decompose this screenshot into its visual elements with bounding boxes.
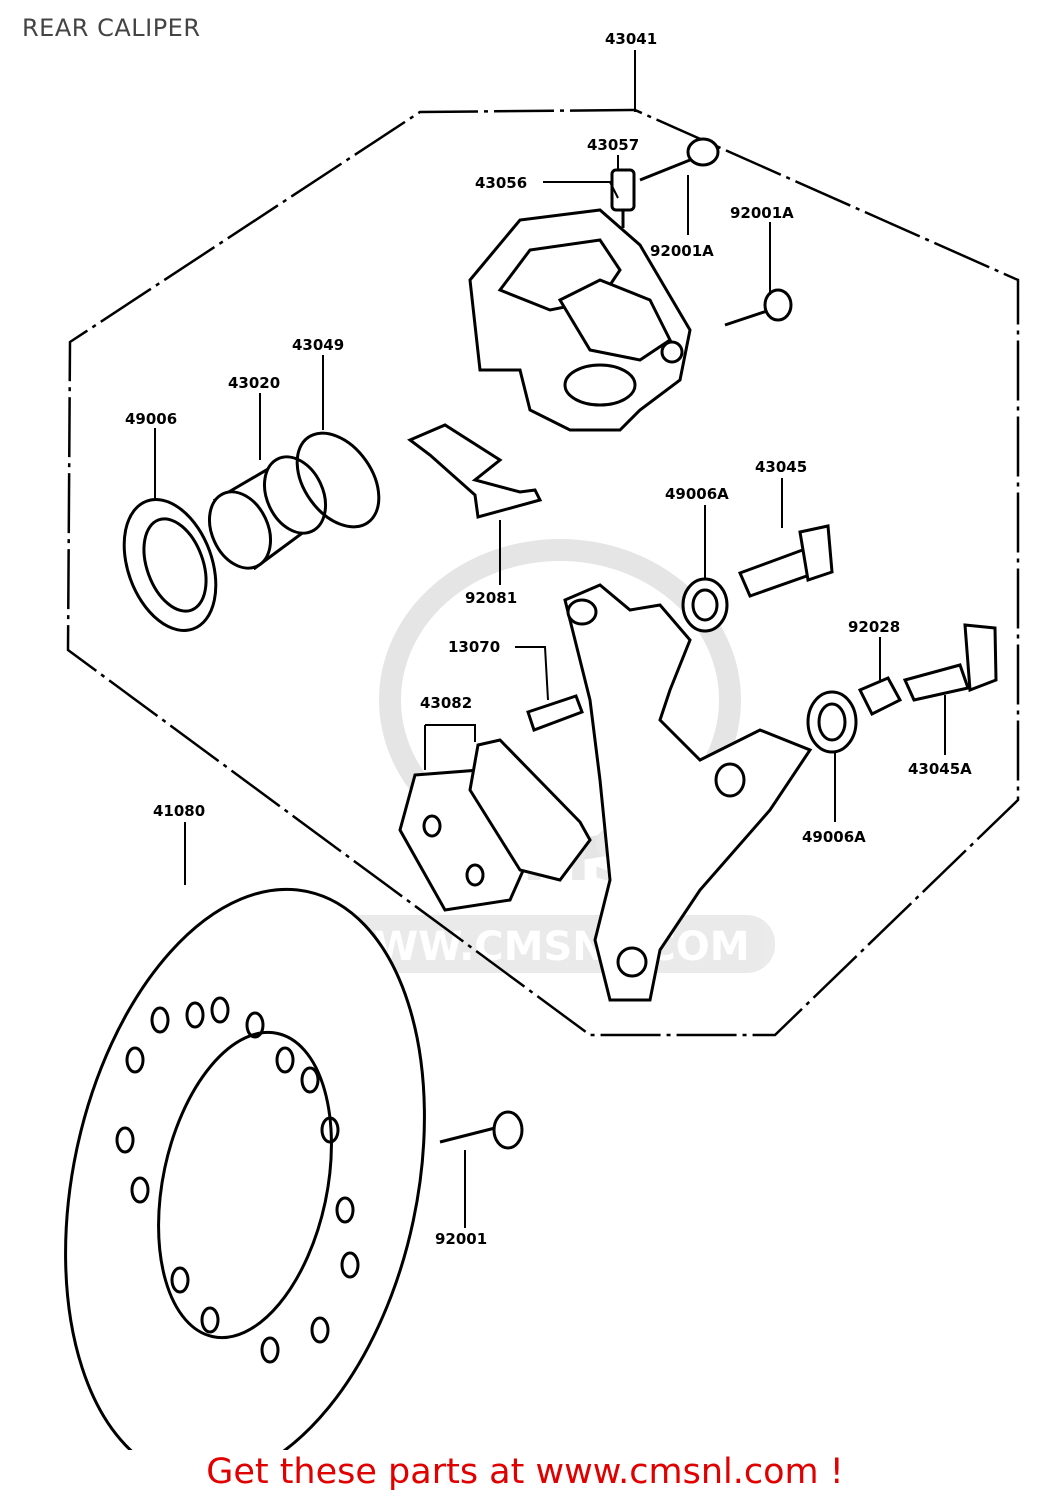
bushing-lower bbox=[806, 690, 858, 754]
label-41080: 41080 bbox=[153, 802, 205, 820]
label-43082: 43082 bbox=[420, 694, 472, 712]
bushing-upper bbox=[681, 577, 729, 633]
piston-seal bbox=[122, 498, 218, 632]
label-43045A: 43045A bbox=[908, 760, 972, 778]
sleeve bbox=[857, 676, 903, 717]
label-92081: 92081 bbox=[465, 589, 517, 607]
exploded-parts-diagram: CMS WWW.CMSNL.COM bbox=[64, 30, 1020, 1450]
label-43049: 43049 bbox=[292, 336, 344, 354]
label-92001A-top: 92001A bbox=[730, 204, 794, 222]
anti-rattle-shim bbox=[526, 694, 584, 732]
disc-bolt bbox=[439, 1110, 524, 1150]
pin-upper bbox=[737, 524, 834, 598]
watermark-url: WWW.CMSNL.COM bbox=[330, 924, 750, 970]
bleed-valve bbox=[610, 168, 636, 228]
label-49006: 49006 bbox=[125, 410, 177, 428]
leader-lines bbox=[154, 50, 946, 1228]
caliper-body bbox=[468, 208, 692, 432]
label-92001: 92001 bbox=[435, 1230, 487, 1248]
part-labels: 43041 43057 43056 92001A 92001A 43049 43… bbox=[125, 30, 972, 1248]
label-92001A-mid: 92001A bbox=[650, 242, 714, 260]
label-43045: 43045 bbox=[755, 458, 807, 476]
caliper-assembly-outline bbox=[66, 108, 1020, 1037]
label-49006A-top: 49006A bbox=[665, 485, 729, 503]
page-title: REAR CALIPER bbox=[22, 14, 201, 42]
dust-seal bbox=[295, 431, 381, 529]
footer-link[interactable]: Get these parts at www.cmsnl.com ! bbox=[206, 1452, 844, 1492]
label-49006A-bottom: 49006A bbox=[802, 828, 866, 846]
brake-pads bbox=[398, 738, 592, 912]
piston bbox=[208, 455, 327, 571]
pin-lower bbox=[902, 623, 998, 702]
label-43020: 43020 bbox=[228, 374, 280, 392]
caliper-bracket bbox=[563, 583, 813, 1002]
label-43056: 43056 bbox=[475, 174, 527, 192]
brake-disc bbox=[64, 887, 426, 1450]
label-13070: 13070 bbox=[448, 638, 500, 656]
label-43057: 43057 bbox=[587, 136, 639, 154]
label-92028: 92028 bbox=[848, 618, 900, 636]
pad-spring bbox=[407, 423, 543, 519]
bolt-top bbox=[639, 137, 720, 182]
label-43041: 43041 bbox=[605, 30, 657, 48]
bolt-right bbox=[724, 288, 793, 327]
disc-vent-holes bbox=[115, 996, 360, 1364]
